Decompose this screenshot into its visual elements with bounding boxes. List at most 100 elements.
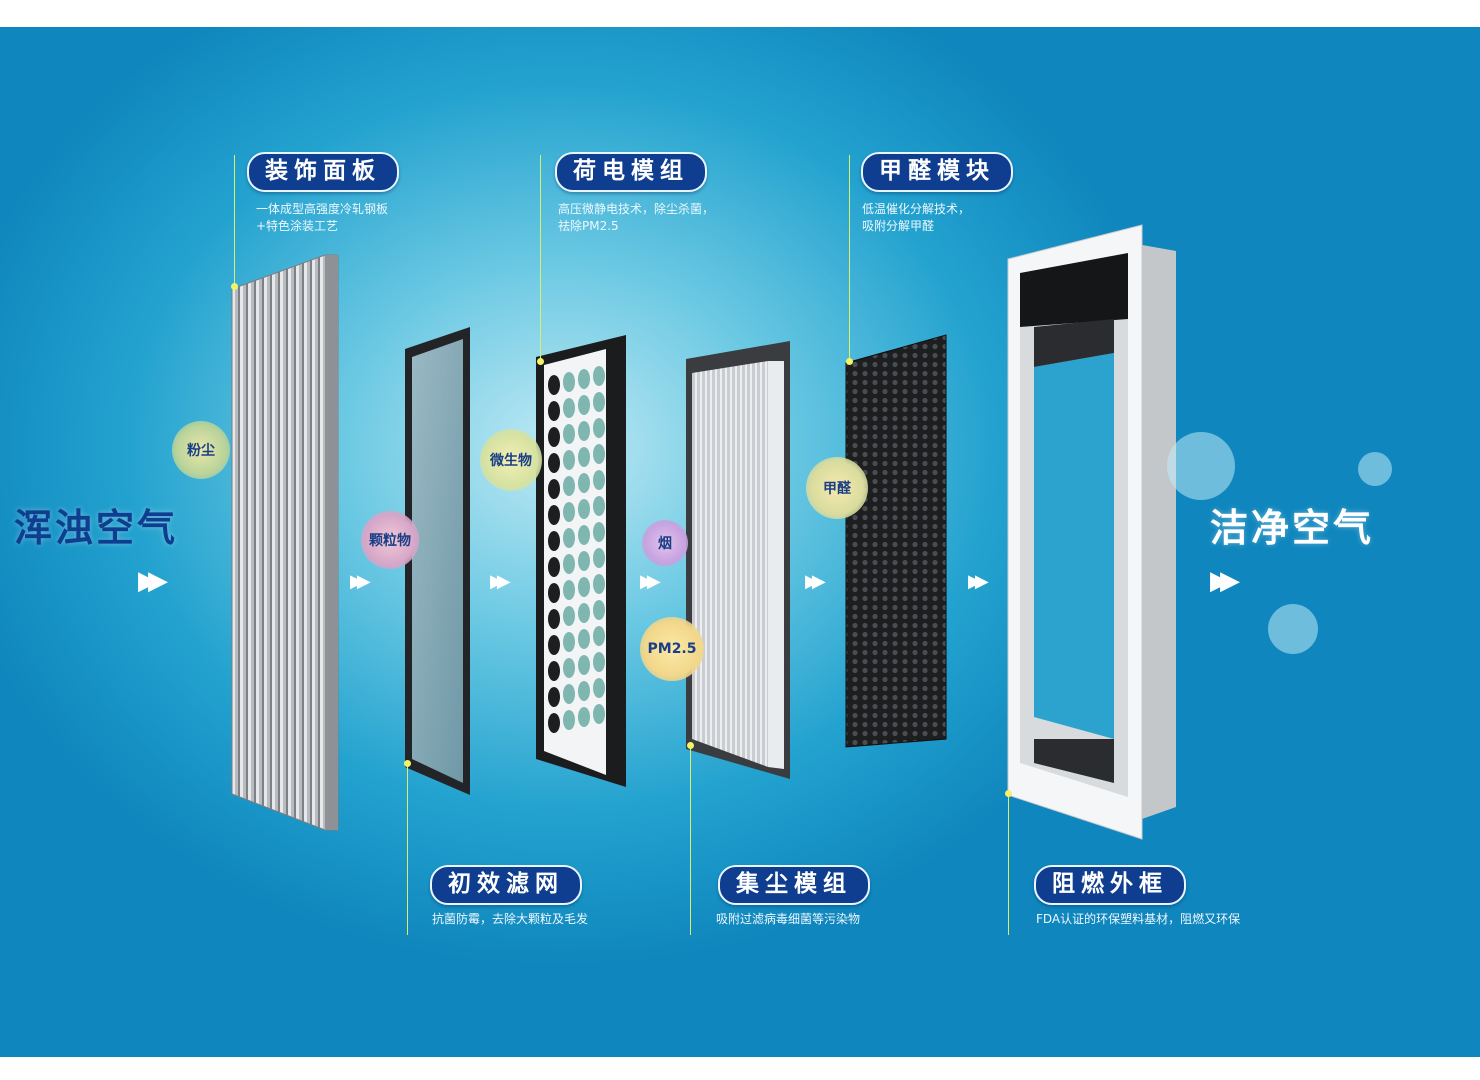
leader-line [1008,793,1009,935]
hole-mark [593,574,605,594]
flame-frame-title: 阻燃外框 [1034,865,1186,905]
fast-forward-icon: ▶▶ [350,571,371,592]
hole-mark [548,583,560,603]
hole-mark [578,447,590,467]
dust-module-title: 集尘模组 [718,865,870,905]
pollutant-smoke: 烟 [642,520,688,566]
fast-forward-icon: ▶▶ [490,571,511,592]
dust-module-part [686,341,790,779]
dust-module-desc: 吸附过滤病毒细菌等污染物 [716,912,861,926]
decorative-bubble [1358,452,1392,486]
hole-mark [578,655,590,675]
formaldehyde-module-part [845,334,947,748]
hole-mark [548,557,560,577]
hole-mark [563,450,575,470]
hole-mark [578,369,590,389]
primary-filter-part [405,327,470,795]
primary-filter-desc: 抗菌防霉，去除大颗粒及毛发 [432,912,589,926]
hole-mark [593,522,605,542]
hole-mark [593,418,605,438]
hole-mark [593,392,605,412]
hole-mark [578,603,590,623]
charged-module-desc-2: 祛除PM2.5 [558,219,619,233]
charged-module-holes [548,366,605,733]
pollutant-dust: 粉尘 [172,421,230,479]
hole-mark [578,577,590,597]
hole-mark [563,502,575,522]
leader-dot [231,283,238,290]
product-exploded-view: 装饰面板 一体成型高强度冷轧钢板 +特色涂装工艺 荷电模组 高压微静电技术，除尘… [0,27,1480,1057]
hole-mark [593,496,605,516]
hole-mark [563,424,575,444]
leader-dot [404,760,411,767]
formaldehyde-module-desc-1: 低温催化分解技术， [862,202,971,216]
fast-forward-icon: ▶▶ [1210,566,1240,596]
leader-dot [687,742,694,749]
pollutant-particles: 颗粒物 [361,511,419,569]
hole-mark [578,681,590,701]
hole-mark [563,398,575,418]
decorative-panel-title: 装饰面板 [247,152,399,192]
hole-mark [593,704,605,724]
formaldehyde-module-desc-2: 吸附分解甲醛 [862,219,935,233]
hole-mark [548,505,560,525]
leader-line [690,745,691,935]
hole-mark [548,427,560,447]
fast-forward-icon: ▶▶ [805,571,826,592]
hole-mark [578,629,590,649]
pollutant-microbes: 微生物 [480,429,542,491]
hole-mark [593,366,605,386]
hole-mark [593,444,605,464]
fast-forward-icon: ▶▶ [640,571,661,592]
hole-mark [563,372,575,392]
hole-mark [563,632,575,652]
primary-filter-title: 初效滤网 [430,865,582,905]
decorative-panel-part [231,254,339,831]
hole-mark [593,678,605,698]
leader-dot [537,358,544,365]
hole-mark [578,499,590,519]
hole-mark [563,658,575,678]
hole-mark [578,421,590,441]
hole-mark [548,453,560,473]
decorative-panel-desc-1: 一体成型高强度冷轧钢板 [256,202,389,216]
hole-mark [548,479,560,499]
hole-mark [563,476,575,496]
hole-mark [563,528,575,548]
hole-mark [563,606,575,626]
flame-frame-desc: FDA认证的环保塑料基材，阻燃又环保 [1036,912,1241,926]
decorative-panel-desc-2: +特色涂装工艺 [256,219,339,233]
charged-module-desc-1: 高压微静电技术，除尘杀菌， [558,202,715,216]
leader-line [849,155,850,360]
formaldehyde-module-title: 甲醛模块 [861,152,1013,192]
hole-mark [548,713,560,733]
decorative-bubble [1167,432,1235,500]
hole-mark [548,375,560,395]
clean-air-label: 洁净空气 [1210,505,1375,550]
charged-module-title: 荷电模组 [555,152,707,192]
leader-dot [1005,790,1012,797]
leader-line [234,155,235,287]
hole-mark [578,525,590,545]
hole-mark [593,652,605,672]
components-illustration [231,224,1176,840]
hole-mark [578,473,590,493]
hole-mark [548,635,560,655]
flame-frame-part [1007,224,1176,840]
hole-mark [563,710,575,730]
hole-mark [548,401,560,421]
leader-dot [846,358,853,365]
hole-mark [548,661,560,681]
dirty-air-label: 浑浊空气 [14,505,179,550]
pollutant-formaldehyde: 甲醛 [806,457,868,519]
hole-mark [593,470,605,490]
hole-mark [548,531,560,551]
leader-line [407,763,408,935]
hole-mark [563,554,575,574]
hole-mark [578,707,590,727]
hole-mark [578,395,590,415]
hole-mark [563,580,575,600]
fast-forward-icon: ▶▶ [138,566,168,596]
hole-mark [548,609,560,629]
fast-forward-icon: ▶▶ [968,571,989,592]
